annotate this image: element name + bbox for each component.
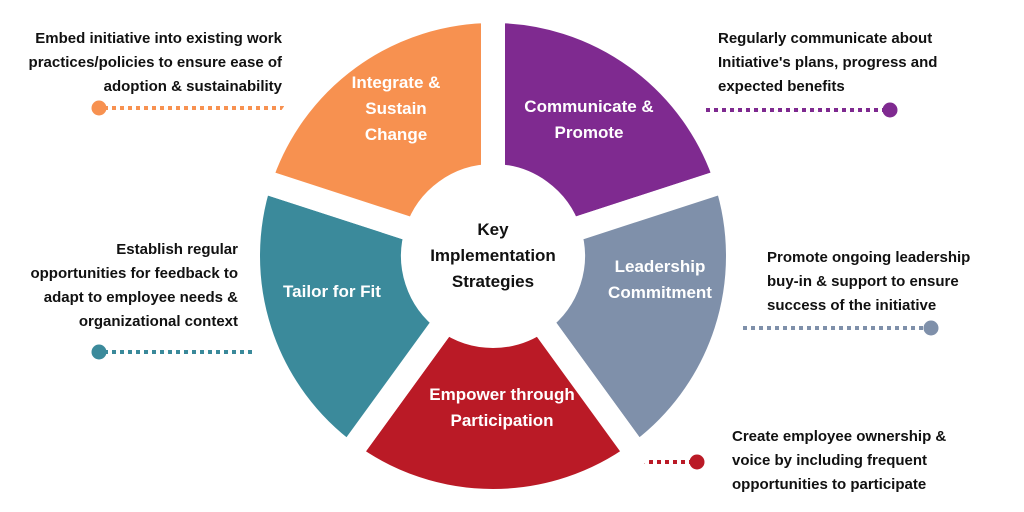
- center-title-line: Implementation: [430, 246, 556, 265]
- label-line: Change: [364, 125, 428, 144]
- segment-label-empower: Empower through Participation: [429, 382, 574, 434]
- segment-label-communicate: Communicate & Promote: [524, 94, 653, 146]
- segment-integrate: [244, 0, 505, 247]
- center-title: Key Implementation Strategies: [430, 217, 556, 295]
- desc-line: practices/policies to ensure ease of: [28, 54, 282, 71]
- desc-line: opportunities to participate: [732, 476, 927, 493]
- segment-communicate: [481, 0, 742, 247]
- description-communicate: Regularly communicate about Initiative's…: [718, 27, 937, 99]
- center-title-line: Key: [477, 220, 509, 239]
- desc-line: Create employee ownership &: [732, 428, 947, 445]
- label-line: Empower through: [429, 385, 575, 404]
- segment-label-integrate: Integrate & Sustain Change: [352, 70, 441, 148]
- desc-line: adoption & sustainability: [103, 78, 282, 95]
- label-line: Participation: [450, 411, 554, 430]
- segment-tailor: [236, 165, 463, 471]
- connector-dot-tailor: [91, 344, 107, 360]
- desc-line: Promote ongoing leadership: [767, 249, 971, 266]
- desc-line: organizational context: [78, 313, 238, 330]
- label-line: Integrate &: [351, 73, 441, 92]
- desc-line: success of the initiative: [767, 297, 937, 314]
- segment-label-tailor: Tailor for Fit: [283, 279, 381, 305]
- desc-line: voice by including frequent: [732, 452, 928, 469]
- desc-line: buy-in & support to ensure: [767, 273, 959, 290]
- connector-dot-communicate: [882, 102, 898, 118]
- label-line: Commitment: [608, 283, 712, 302]
- label-line: Tailor for Fit: [283, 282, 381, 301]
- connector-dot-integrate: [91, 100, 107, 116]
- label-line: Sustain: [365, 99, 427, 118]
- description-empower: Create employee ownership & voice by inc…: [732, 425, 946, 497]
- label-line: Communicate &: [524, 97, 654, 116]
- description-leadership: Promote ongoing leadership buy-in & supp…: [767, 246, 970, 318]
- desc-line: Initiative's plans, progress and: [718, 54, 938, 71]
- description-tailor: Establish regular opportunities for feed…: [30, 238, 238, 334]
- center-title-line: Strategies: [451, 272, 535, 291]
- label-line: Leadership: [614, 257, 706, 276]
- desc-line: adapt to employee needs &: [43, 289, 238, 306]
- desc-line: Establish regular: [116, 241, 238, 258]
- connector-dot-leadership: [923, 320, 939, 336]
- segment-label-leadership: Leadership Commitment: [608, 254, 712, 306]
- desc-line: Embed initiative into existing work: [35, 30, 282, 47]
- desc-line: opportunities for feedback to: [30, 265, 238, 282]
- desc-line: expected benefits: [718, 78, 845, 95]
- connector-dot-empower: [689, 454, 705, 470]
- description-integrate: Embed initiative into existing work prac…: [29, 27, 282, 99]
- label-line: Promote: [554, 123, 624, 142]
- desc-line: Regularly communicate about: [718, 30, 933, 47]
